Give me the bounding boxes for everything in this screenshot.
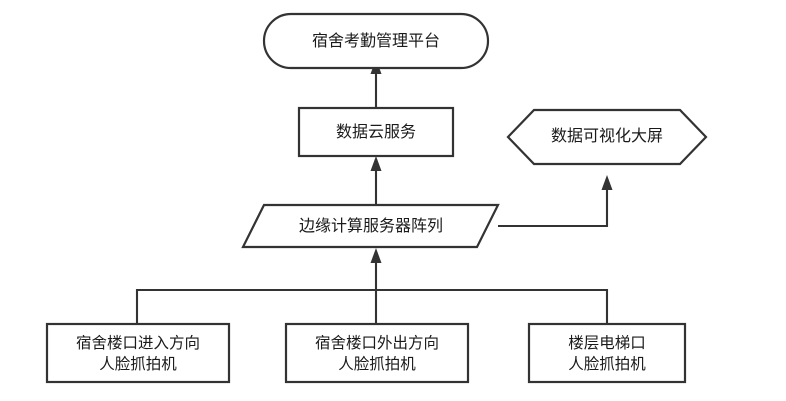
node-edge-array-shape[interactable] (241, 203, 500, 249)
node-platform-label: 宿舍考勤管理平台 (312, 32, 440, 50)
edge-line-edgearray-bigscreen (498, 186, 609, 228)
node-camera-entrance-label-line1: 宿舍楼口进入方向 (76, 334, 200, 352)
node-camera-elevator-label-line1: 楼层电梯口 (568, 334, 646, 352)
node-camera-entrance-label-line2: 人脸抓拍机 (99, 355, 177, 373)
node-edge-array[interactable]: 边缘计算服务器阵列 (241, 203, 500, 249)
node-big-screen[interactable]: 数据可视化大屏 (506, 108, 708, 166)
arrow-head-up-edgearray (370, 248, 382, 263)
node-cloud-service[interactable]: 数据云服务 (297, 106, 455, 158)
node-camera-elevator[interactable]: 楼层电梯口 人脸抓拍机 (527, 322, 687, 384)
arrow-head-up-bigscreen (601, 175, 613, 190)
node-big-screen-label: 数据可视化大屏 (551, 127, 663, 145)
node-camera-entrance[interactable]: 宿舍楼口进入方向 人脸抓拍机 (45, 322, 231, 384)
node-big-screen-shape[interactable] (506, 108, 708, 166)
node-cloud-service-shape[interactable] (297, 106, 455, 158)
node-camera-elevator-label-line2: 人脸抓拍机 (568, 355, 646, 373)
node-camera-exit-label-line1: 宿舍楼口外出方向 (315, 334, 439, 352)
node-camera-exit[interactable]: 宿舍楼口外出方向 人脸抓拍机 (284, 322, 470, 384)
edge-edgearray-to-bigscreen (498, 175, 613, 228)
node-camera-exit-shape[interactable] (284, 322, 470, 384)
node-camera-exit-label-line2: 人脸抓拍机 (338, 355, 416, 373)
node-edge-array-label: 边缘计算服务器阵列 (299, 216, 443, 235)
edge-line-camera-bus (135, 288, 609, 324)
node-platform-shape[interactable] (262, 12, 490, 70)
arrow-head-up-cloud (370, 156, 382, 171)
edge-cameras-to-edgearray (135, 248, 609, 324)
node-cloud-service-label: 数据云服务 (336, 123, 416, 141)
node-camera-entrance-shape[interactable] (45, 322, 231, 384)
node-platform[interactable]: 宿舍考勤管理平台 (262, 12, 490, 70)
edge-edgearray-to-cloud (370, 156, 382, 205)
node-camera-elevator-shape[interactable] (527, 322, 687, 384)
